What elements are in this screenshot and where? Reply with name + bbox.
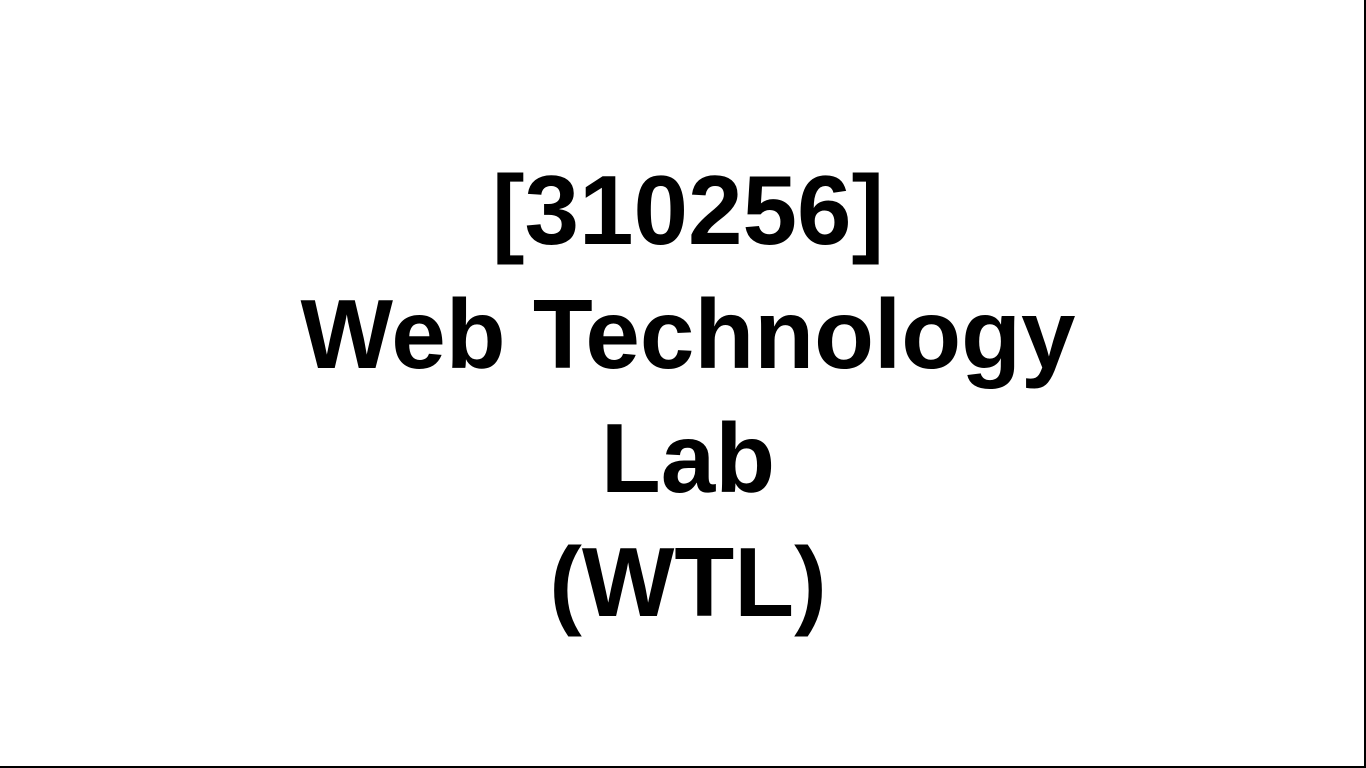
course-title-line-2: Lab	[600, 403, 776, 513]
course-code: [310256]	[491, 155, 885, 265]
course-title-line-1: Web Technology	[300, 279, 1076, 389]
course-abbreviation: (WTL)	[549, 527, 827, 637]
slide-title: [310256] Web Technology Lab (WTL)	[0, 148, 1366, 644]
